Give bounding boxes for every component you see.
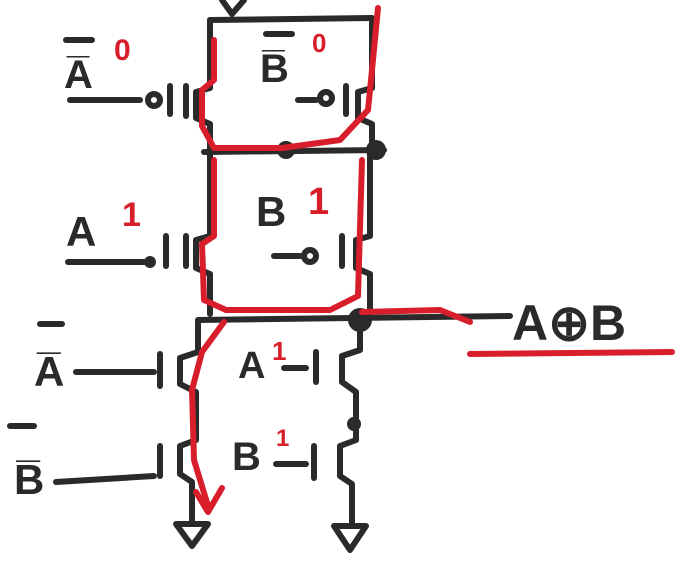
pmos-mid-right (353, 149, 373, 321)
label-nmos-left-top-input: A̅ (34, 348, 64, 395)
value-pmos-mid-left: 1 (122, 196, 141, 234)
pmos-top-left-bubble (145, 91, 163, 109)
value-pmos-top-left: 0 (114, 34, 131, 67)
nmos-left-stack (177, 319, 201, 525)
pmos-mid-left-bubble (144, 256, 156, 268)
output-underline (467, 349, 675, 357)
current-path-down (189, 319, 227, 509)
label-nmos-right-top-input: A (238, 345, 265, 387)
value-pmos-mid-right: 1 (308, 181, 329, 223)
pmos-top-left (193, 17, 213, 153)
pmos-mid-right-bubble (301, 247, 319, 265)
label-pmos-top-left-input: A̅ (64, 53, 93, 97)
value-nmos-right-top: 1 (272, 336, 286, 366)
ground-right (331, 523, 369, 553)
label-output: A⊕B (512, 295, 626, 351)
top-rail (207, 15, 375, 23)
node-right-stack (347, 417, 361, 431)
current-path-output-hook (359, 307, 473, 325)
label-pmos-mid-right-input: B (256, 188, 286, 235)
pmos-mid-left (193, 149, 213, 317)
vdd-arrow (219, 0, 247, 17)
current-path-middle (199, 157, 365, 313)
pmos-top-right-bubble (317, 89, 335, 107)
label-pmos-top-right-input: B̅ (260, 47, 289, 91)
label-pmos-mid-left-input: A (66, 208, 96, 255)
label-nmos-right-bottom-input: B (232, 435, 261, 479)
value-nmos-right-bottom: 1 (276, 425, 289, 452)
label-nmos-left-bottom-input: B̅ (14, 456, 44, 503)
nmos-right-stack (337, 319, 363, 527)
current-path-top (199, 5, 381, 151)
ground-left (173, 521, 211, 549)
nmos-left-bottom-input-wire (53, 473, 157, 485)
value-pmos-top-right: 0 (312, 28, 326, 58)
current-path-arrow (193, 485, 225, 515)
